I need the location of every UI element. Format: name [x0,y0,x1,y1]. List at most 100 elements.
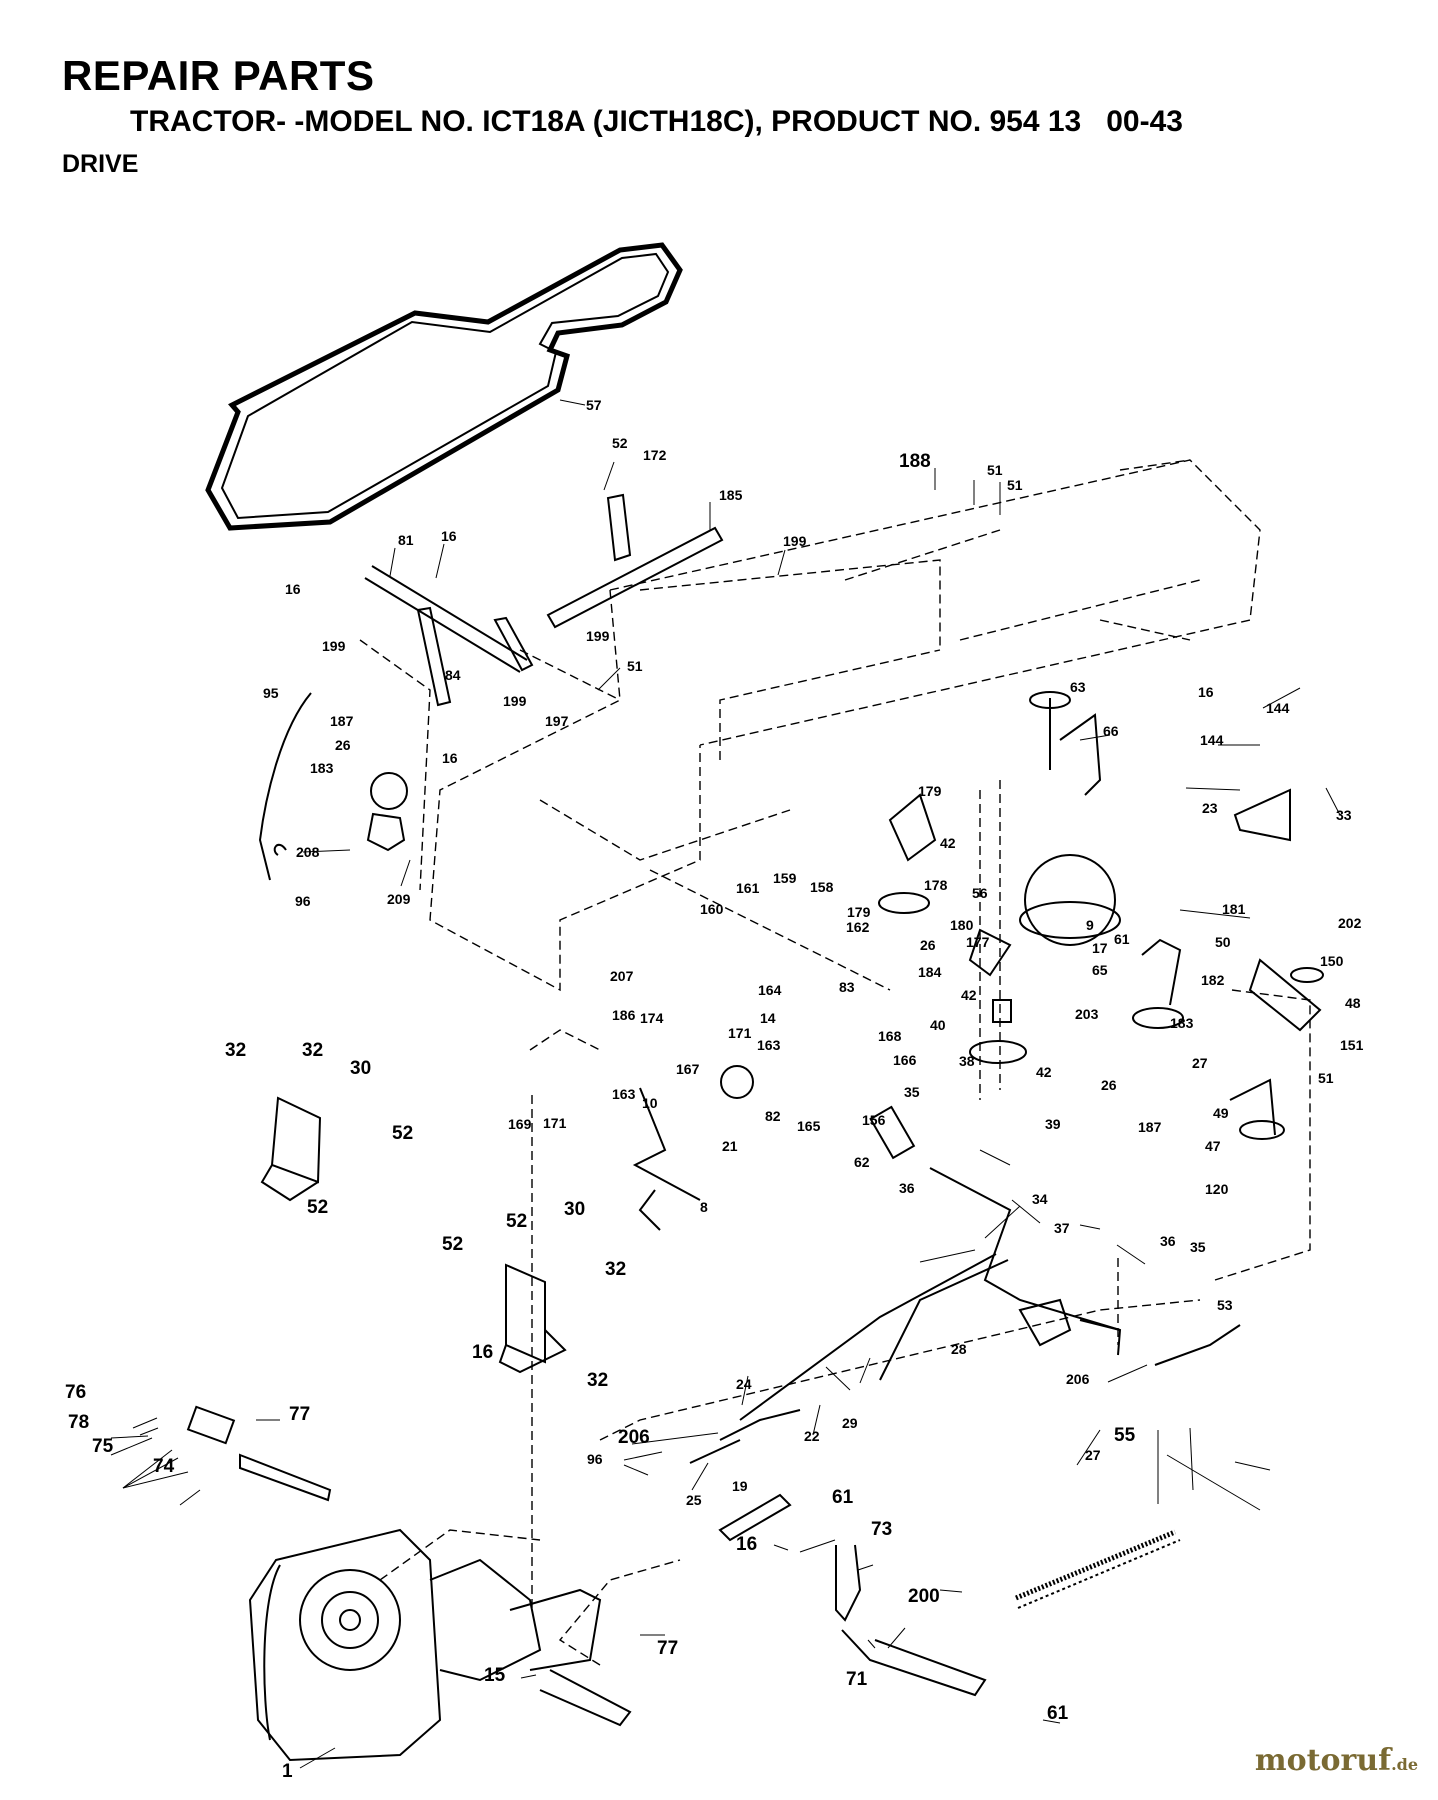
part-label: 171 [543,1115,567,1131]
part-label: 76 [65,1382,86,1403]
part-label: 197 [545,713,569,729]
part-label: 77 [289,1404,310,1425]
part-callouts: 57 52 172 185 199 188 51 51 81 16 16 199… [65,397,1364,1782]
part-label: 51 [627,658,643,674]
part-label: 66 [1103,723,1119,739]
part-label: 183 [310,760,334,776]
tractor-frame [359,459,1311,1666]
part-label: 42 [1036,1064,1052,1080]
part-label: 57 [586,397,602,413]
part-label: 29 [842,1415,858,1431]
part-label: 203 [1075,1006,1099,1022]
part-label: 199 [586,628,610,644]
part-label: 1 [282,1761,293,1782]
part-label: 187 [330,713,354,729]
part-label: 209 [387,891,411,907]
part-label: 39 [1045,1116,1061,1132]
part-label: 120 [1205,1181,1229,1197]
part-label: 28 [951,1341,967,1357]
part-label: 22 [804,1428,820,1444]
part-label: 27 [1192,1055,1208,1071]
part-label: 96 [295,893,311,909]
part-label: 163 [757,1037,781,1053]
part-label: 8 [700,1199,708,1215]
part-label: 32 [225,1040,246,1061]
part-label: 82 [765,1108,781,1124]
part-label: 19 [732,1478,748,1494]
part-label: 179 [918,783,942,799]
part-label: 144 [1266,700,1290,716]
part-label: 34 [1032,1191,1048,1207]
part-label: 161 [736,880,760,896]
part-label: 61 [1114,931,1130,947]
part-label: 151 [1340,1037,1364,1053]
part-label: 26 [335,737,351,753]
part-label: 96 [587,1451,603,1467]
part-label: 16 [441,528,457,544]
part-label: 63 [1070,679,1086,695]
brackets-left [260,1096,567,1374]
part-label: 84 [445,667,461,683]
part-label: 21 [722,1138,738,1154]
part-label: 167 [676,1061,700,1077]
part-label: 52 [506,1211,527,1232]
part-label: 200 [908,1586,940,1607]
part-label: 164 [758,982,782,998]
part-label: 37 [1054,1220,1070,1236]
upper-linkage [258,493,724,881]
center-components [878,691,1324,1140]
part-label: 199 [322,638,346,654]
part-label: 156 [862,1112,886,1128]
part-label: 50 [1215,934,1231,950]
part-label: 75 [92,1436,114,1457]
part-label: 26 [920,937,936,953]
part-label: 206 [1066,1371,1090,1387]
part-label: 83 [839,979,855,995]
part-label: 16 [442,750,458,766]
part-label: 62 [854,1154,870,1170]
part-label: 185 [719,487,743,503]
part-label: 52 [612,435,628,451]
part-label: 182 [1201,972,1225,988]
part-label: 10 [642,1095,658,1111]
part-label: 48 [1345,995,1361,1011]
part-label: 187 [1138,1119,1162,1135]
part-label: 55 [1114,1425,1136,1446]
watermark-tld: .de [1391,1755,1418,1774]
part-label: 23 [1202,800,1218,816]
model-subtitle: TRACTOR- -MODEL NO. ICT18A (JICTH18C), P… [130,105,1183,138]
part-label: 49 [1213,1105,1229,1121]
page-title: REPAIR PARTS [62,52,375,99]
part-label: 16 [1198,684,1214,700]
part-label: 71 [846,1669,868,1690]
part-label: 61 [1047,1703,1069,1724]
part-label: 33 [1336,807,1352,823]
part-label: 42 [961,987,977,1003]
part-label: 158 [810,879,834,895]
part-label: 150 [1320,953,1344,969]
part-label: 51 [1007,477,1023,493]
part-label: 199 [503,693,527,709]
part-label: 40 [930,1017,946,1033]
part-label: 52 [442,1234,463,1255]
part-label: 25 [686,1492,702,1508]
part-label: 27 [1085,1447,1101,1463]
part-label: 16 [472,1342,493,1363]
part-label: 179 [847,904,871,920]
part-label: 186 [612,1007,636,1023]
part-label: 36 [1160,1233,1176,1249]
part-label: 177 [966,934,990,950]
drive-belt [205,242,683,531]
part-label: 14 [760,1010,776,1026]
part-label: 32 [587,1370,608,1391]
part-label: 56 [972,885,988,901]
part-label: 9 [1086,917,1094,933]
part-label: 202 [1338,915,1362,931]
part-label: 32 [605,1259,626,1280]
part-label: 73 [871,1519,892,1540]
part-label: 52 [307,1197,328,1218]
part-label: 36 [899,1180,915,1196]
part-label: 35 [904,1084,920,1100]
part-label: 78 [68,1412,89,1433]
